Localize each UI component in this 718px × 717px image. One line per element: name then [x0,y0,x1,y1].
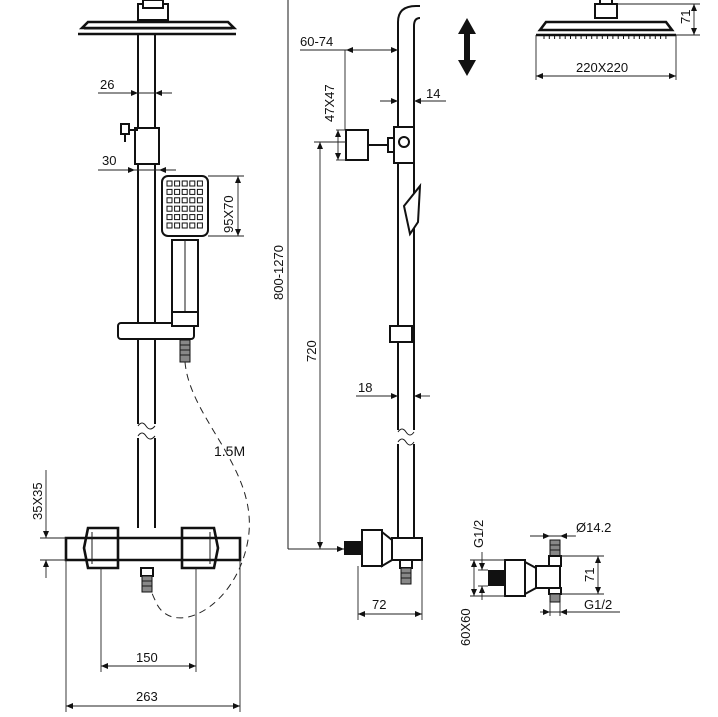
side-view [344,5,476,585]
dim-720-label: 720 [304,340,319,362]
dim-71-top-label: 71 [678,10,693,24]
dim-60x60-label: 60X60 [458,608,473,646]
front-hose [149,361,250,619]
hand-shower-nozzle [166,197,173,204]
side-valve [344,529,423,585]
hand-shower-nozzle [181,180,188,187]
hand-shower-nozzle [174,214,181,221]
dim-g12-top-label: G1/2 [471,520,486,548]
front-bar-valve [64,526,242,593]
hand-shower-nozzle [189,197,196,204]
hand-shower-nozzle [174,222,181,229]
dim-263-label: 263 [136,689,158,704]
hand-shower-nozzle [196,180,203,187]
hand-shower-nozzle [174,197,181,204]
dim-60-74-label: 60-74 [300,34,333,49]
side-gooseneck [397,5,420,40]
hand-shower-nozzle [189,205,196,212]
dim-95x70-label: 95X70 [221,195,236,233]
hand-shower-nozzle [181,197,188,204]
hand-shower-nozzle [196,205,203,212]
hand-shower-nozzle [174,205,181,212]
front-shower-head [78,0,238,36]
hand-shower-nozzle [181,214,188,221]
dim-diameter-label: Ø14.2 [576,520,611,535]
front-view [64,0,250,619]
front-slide-holder [117,311,199,363]
hand-shower-nozzle [189,188,196,195]
dim-26-label: 26 [100,77,114,92]
dim-71-valve-label: 71 [582,568,597,582]
hand-shower-nozzle [166,180,173,187]
side-view-dimensions: 800-1270 60-74 47X47 14 720 18 72 [271,0,446,620]
connector-detail [488,539,562,603]
hand-shower-nozzle [196,214,203,221]
hand-shower-nozzle [181,188,188,195]
dim-18-label: 18 [358,380,372,395]
hand-shower-nozzle [166,205,173,212]
dim-150-label: 150 [136,650,158,665]
side-wall-bracket-top [345,126,415,164]
hand-shower-nozzle [196,222,203,229]
connector-dimensions: G1/2 Ø14.2 71 G1/2 60X60 [458,520,620,646]
shower-head-dimensions: 220X220 71 [535,3,700,80]
front-riser-pipe [137,34,156,528]
hand-shower-nozzle [189,180,196,187]
hand-shower-nozzle [181,205,188,212]
hand-shower-nozzle [166,214,173,221]
shower-head-detail [536,0,676,39]
dim-35x35-label: 35X35 [30,482,45,520]
dim-47x47-label: 47X47 [322,84,337,122]
height-adjust-arrow-icon [458,18,476,76]
hand-shower-nozzle [166,188,173,195]
side-slider [389,325,413,343]
dim-hose-length-label: 1.5M [214,443,245,459]
hand-shower-nozzle [174,188,181,195]
side-hand-shower [402,182,422,237]
dim-30-label: 30 [102,153,116,168]
front-hand-shower [161,175,209,319]
hand-shower-nozzle [166,222,173,229]
dim-800-1270-label: 800-1270 [271,245,286,300]
hand-shower-nozzle [196,197,203,204]
hand-shower-nozzle [189,222,196,229]
dim-g12-bottom-label: G1/2 [584,597,612,612]
dim-14-label: 14 [426,86,440,101]
front-diverter-block [120,123,160,165]
dim-72-label: 72 [372,597,386,612]
dim-220x220-label: 220X220 [576,60,628,75]
front-view-dimensions: 26 30 95X70 1.5M 35X35 150 263 [30,77,245,712]
hand-shower-nozzle [189,214,196,221]
hand-shower-nozzle [174,180,181,187]
hand-shower-nozzle [181,222,188,229]
hand-shower-nozzle [196,188,203,195]
